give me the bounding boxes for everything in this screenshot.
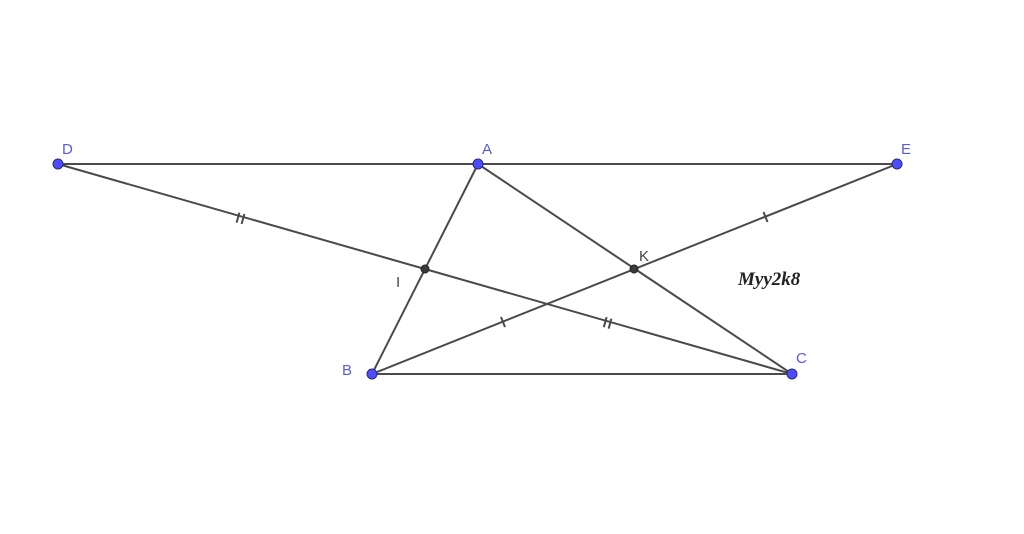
double-tick-IC bbox=[602, 316, 613, 329]
label-D: D bbox=[62, 141, 73, 158]
label-A: A bbox=[482, 141, 492, 158]
point-D[interactable] bbox=[52, 158, 64, 170]
label-C: C bbox=[796, 350, 807, 367]
label-E: E bbox=[901, 141, 911, 158]
point-K bbox=[629, 264, 639, 274]
point-B[interactable] bbox=[366, 368, 378, 380]
single-tick-KE bbox=[762, 211, 769, 223]
point-A[interactable] bbox=[472, 158, 484, 170]
double-tick-DI bbox=[235, 212, 246, 225]
label-K: K bbox=[639, 248, 649, 265]
point-I bbox=[420, 264, 430, 274]
single-tick-BK bbox=[500, 316, 506, 328]
point-C[interactable] bbox=[786, 368, 798, 380]
label-B: B bbox=[342, 362, 352, 379]
label-I: I bbox=[396, 274, 400, 291]
point-E[interactable] bbox=[891, 158, 903, 170]
watermark-text: Myy2k8 bbox=[737, 269, 801, 290]
